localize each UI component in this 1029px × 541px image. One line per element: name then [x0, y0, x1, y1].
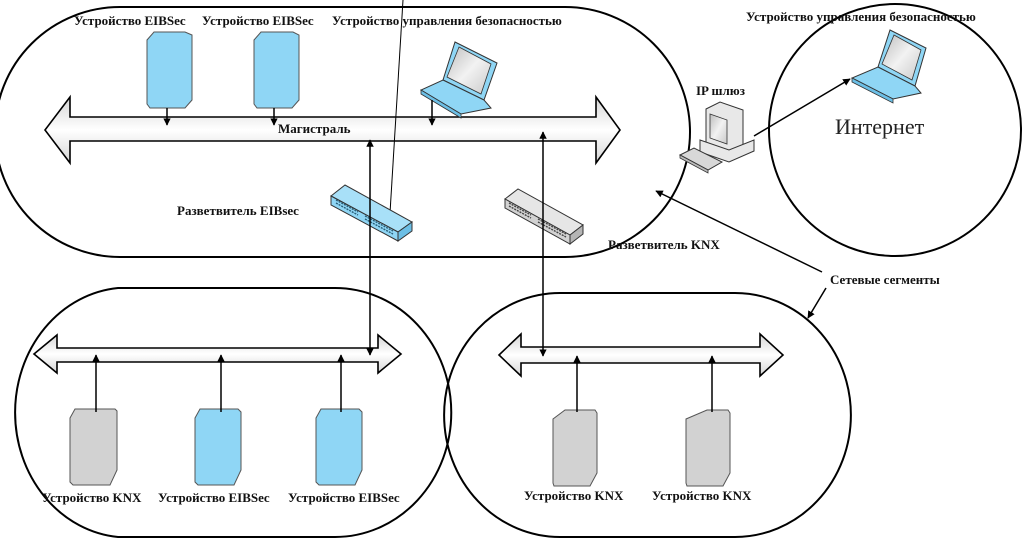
segment-line-left [14, 287, 453, 538]
eibsec-device-left-3 [315, 408, 363, 486]
label-internet: Интернет [835, 114, 925, 139]
eibsec-coupler [330, 184, 413, 242]
label-network-segments: Сетевые сегменты [830, 272, 940, 287]
label-eibsec-device-left-3: Устройство EIBSec [288, 490, 400, 505]
label-knx-device-left-1: Устройство KNX [42, 490, 142, 505]
eibsec-device-left-2 [194, 408, 242, 486]
ip-gateway-computer-icon [678, 101, 755, 174]
knx-coupler [504, 188, 584, 246]
label-eibsec-device-1: Устройство EIBSec [74, 13, 186, 28]
segment-backbone [0, 6, 691, 258]
label-internet-security-control-device: Устройство управления безопасностью [746, 9, 976, 24]
knx-device-right-1 [552, 409, 598, 487]
label-security-control-device: Устройство управления безопасностью [332, 13, 562, 28]
eibsec-device-1 [146, 31, 193, 109]
label-knx-device-right-2: Устройство KNX [652, 488, 752, 503]
line-right-bus [497, 332, 785, 378]
knx-device-right-2 [685, 409, 731, 487]
segment-line-right [443, 292, 852, 538]
label-knx-device-right-1: Устройство KNX [524, 488, 624, 503]
segment-internet [768, 3, 1022, 257]
knx-device-left-1 [69, 408, 118, 486]
line-left-bus [32, 333, 403, 375]
label-eibsec-device-2: Устройство EIBSec [202, 13, 314, 28]
label-knx-coupler: Разветвитель KNX [608, 237, 720, 252]
label-eibsec-device-left-2: Устройство EIBSec [158, 490, 270, 505]
label-ip-gateway: IP шлюз [696, 83, 745, 98]
laptop-icon [419, 41, 498, 119]
backbone-bus [43, 94, 621, 166]
label-eibsec-coupler: Разветвитель EIBsec [177, 203, 299, 218]
backbone-bus-label: Магистраль [278, 121, 351, 136]
internet-laptop-icon [850, 29, 927, 104]
eibsec-device-2 [253, 31, 300, 109]
